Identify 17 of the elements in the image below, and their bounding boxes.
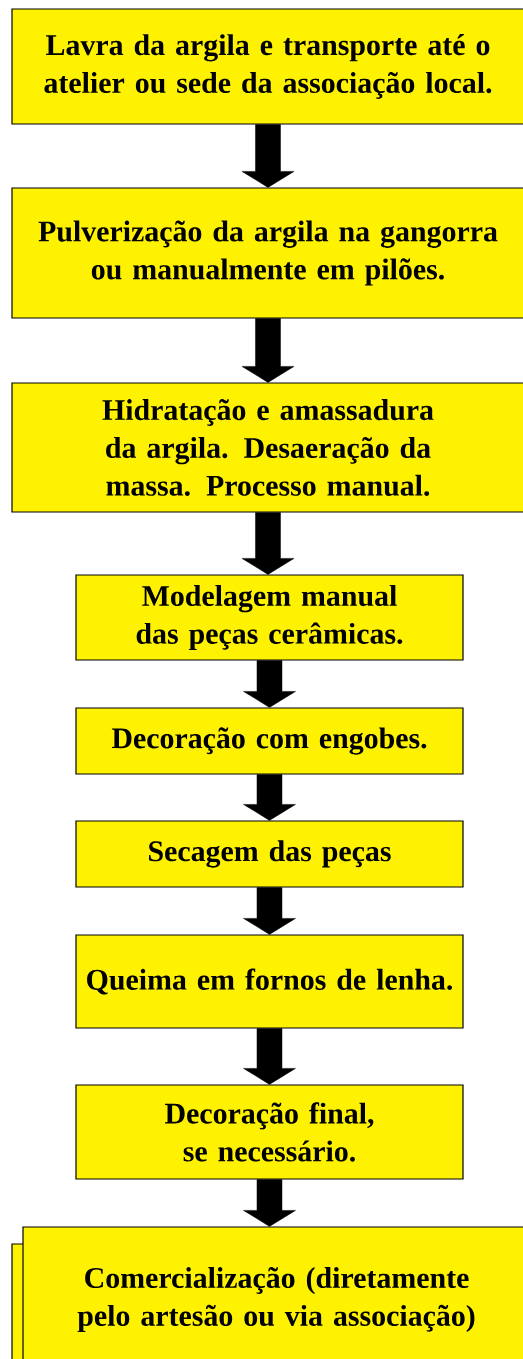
process-box: Decoração final, se necessário. bbox=[75, 1084, 464, 1180]
process-box: Pulverização da argila na gangorra ou manualmente em pilões. bbox=[11, 187, 523, 319]
block-arrow bbox=[241, 318, 295, 383]
process-box: Secagem das peças bbox=[75, 820, 464, 888]
process-box: Decoração com engobes. bbox=[75, 707, 464, 775]
process-box: Comercialização (diretamente pelo artesão ou via associação) bbox=[11, 1226, 523, 1359]
block-arrow bbox=[243, 887, 296, 935]
block-arrow bbox=[243, 774, 296, 821]
process-box: Hidratação e amassadura da argila. Desaeração da massa. Processo manual. bbox=[11, 382, 523, 513]
process-box: Lavra da argila e transporte até o atelier ou sede da associação local. bbox=[11, 8, 523, 125]
process-box: Queima em fornos de lenha. bbox=[75, 934, 464, 1029]
process-box: Modelagem manual das peças cerâmicas. bbox=[75, 574, 464, 661]
block-arrow bbox=[241, 124, 295, 188]
block-arrow bbox=[243, 1179, 296, 1227]
block-arrow bbox=[243, 1028, 296, 1085]
block-arrow bbox=[241, 512, 295, 575]
block-arrow bbox=[243, 660, 296, 708]
